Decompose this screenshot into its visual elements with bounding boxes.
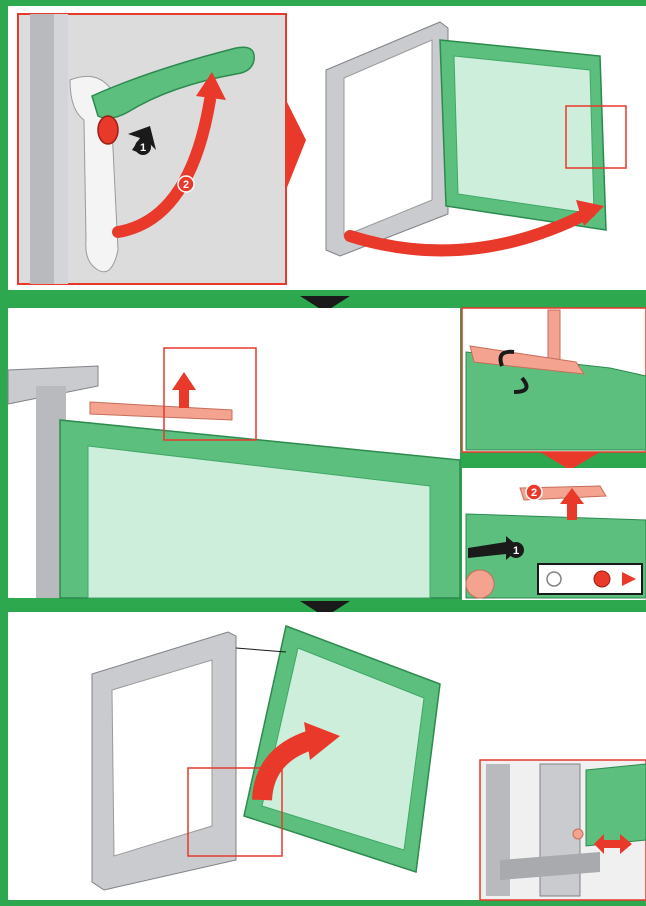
svg-text:2: 2 [531,487,537,499]
step-3-panel [8,612,646,900]
svg-text:2: 2 [183,179,189,191]
step-1-panel: 1 2 [8,6,646,290]
svg-text:1: 1 [140,142,146,154]
callout-2: 2 [526,484,542,500]
hinge-detail-bottom: 2 1 [462,468,646,600]
svg-text:1: 1 [513,545,519,557]
lock-button-icon [98,116,118,144]
step-2-panel: 2 1 [8,308,646,600]
callout-1: 1 [135,139,151,155]
hinge-detail-panel-3 [480,760,646,900]
callout-1: 1 [508,542,524,558]
callout-2: 2 [178,176,194,192]
handle-detail: 1 2 [18,14,286,284]
hinge-detail-top [462,308,646,452]
